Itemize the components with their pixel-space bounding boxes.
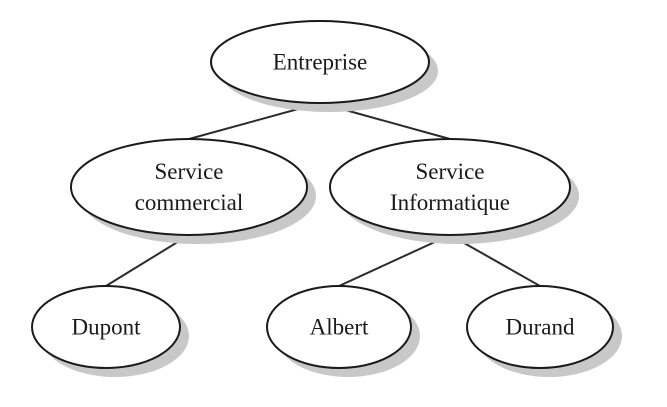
node-label: Service [155, 159, 224, 184]
node-durand: Durand [466, 285, 622, 377]
node-label: commercial [135, 190, 244, 215]
node-label: Durand [506, 315, 575, 340]
node-ellipse [70, 138, 308, 236]
edge-commercial-dupont [105, 234, 190, 287]
node-label: Dupont [72, 315, 142, 340]
node-ellipse [266, 285, 412, 369]
node-dupont: Dupont [31, 285, 189, 377]
node-ellipse [210, 20, 430, 104]
node-ellipse [466, 285, 614, 369]
node-label: Entreprise [273, 50, 368, 75]
node-ellipse [31, 285, 181, 369]
node-ellipse [329, 138, 571, 236]
node-label: Albert [310, 315, 369, 340]
node-albert: Albert [266, 285, 420, 377]
edge-informatique-albert [338, 234, 451, 287]
node-label: Service [416, 159, 485, 184]
node-label: Informatique [390, 190, 510, 215]
node-commercial: Service commercial [70, 138, 316, 244]
node-entreprise: Entreprise [210, 20, 438, 112]
